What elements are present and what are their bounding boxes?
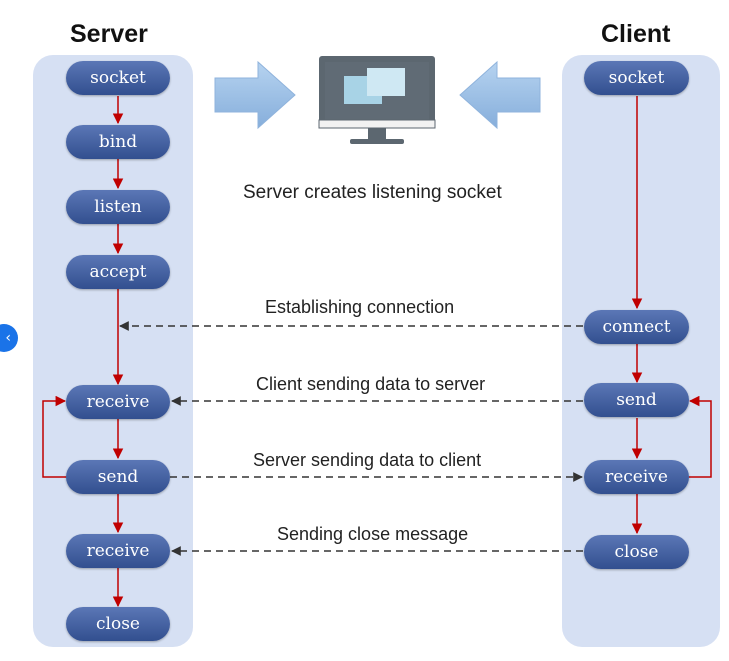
big-arrow-left	[459, 60, 541, 130]
server-node-listen: listen	[66, 190, 170, 224]
server-node-receive: receive	[66, 385, 170, 419]
message-label-close: Sending close message	[277, 524, 469, 544]
message-label-client-send: Client sending data to server	[256, 374, 486, 394]
server-node-bind: bind	[66, 125, 170, 159]
caption-text: Server creates listening socket	[243, 182, 502, 203]
client-node-send: send	[584, 383, 689, 417]
server-node-accept: accept	[66, 255, 170, 289]
client-node-close: close	[584, 535, 689, 569]
server-node-socket: socket	[66, 61, 170, 95]
message-arrows	[119, 321, 583, 556]
message-label-connect: Establishing connection	[265, 297, 455, 317]
server-node-close: close	[66, 607, 170, 641]
client-node-socket: socket	[584, 61, 689, 95]
big-arrow-right	[214, 60, 296, 130]
chevron-left-icon[interactable]: ‹	[0, 324, 18, 352]
client-flow	[631, 96, 712, 535]
client-title: Client	[601, 20, 671, 48]
server-node-send: send	[66, 460, 170, 494]
server-title: Server	[70, 20, 148, 48]
computer-icon	[318, 56, 436, 144]
client-node-connect: connect	[584, 310, 689, 344]
server-node-receive-close: receive	[66, 534, 170, 568]
server-flow	[42, 96, 124, 608]
message-label-server-send: Server sending data to client	[253, 450, 482, 470]
client-node-receive: receive	[584, 460, 689, 494]
